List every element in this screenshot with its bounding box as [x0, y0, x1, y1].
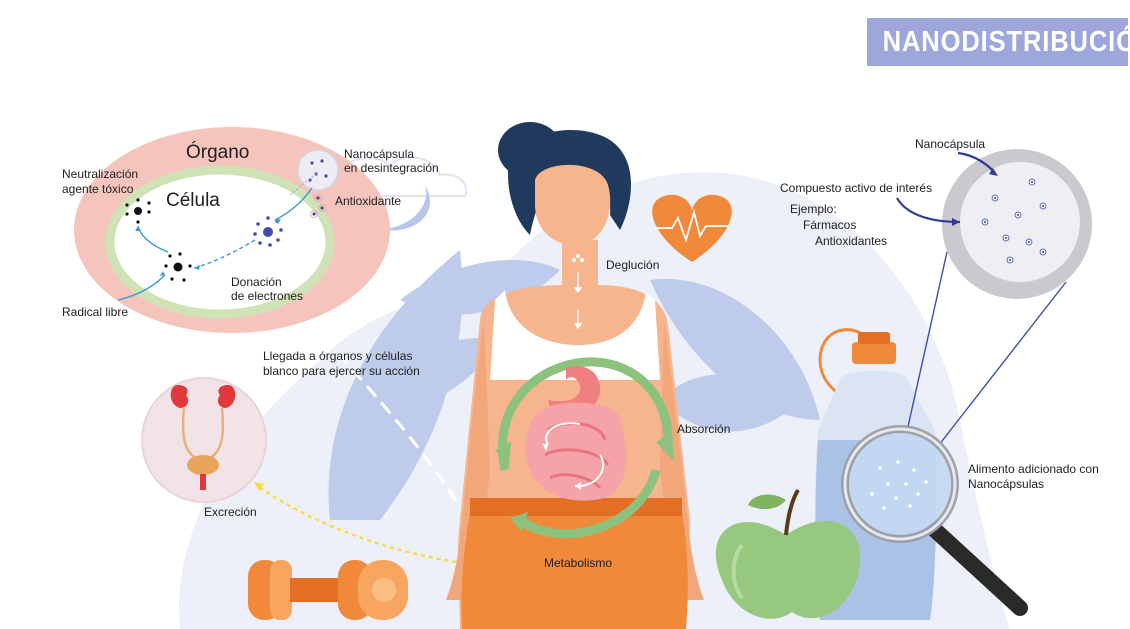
metabolism-cycle-icon: [495, 357, 674, 539]
label-radical-libre: Radical libre: [62, 305, 129, 319]
digestive-system-icon: [525, 366, 627, 501]
free-radical-icon: [164, 252, 192, 282]
arrow-excrecion: [257, 485, 521, 570]
arrow-llegada: [316, 329, 470, 521]
leaf-right-icon: [650, 278, 820, 432]
label-alimento-1: Alimento adicionado con: [968, 462, 1099, 476]
dumbbell-icon: [248, 560, 408, 620]
label-deglucion: Deglución: [606, 258, 660, 272]
label-donacion-1: Donación: [231, 275, 282, 289]
label-neutralizacion-1: Neutralización: [62, 167, 139, 181]
label-llegada-2: blanco para ejercer su acción: [263, 364, 420, 378]
label-metabolismo: Metabolismo: [544, 556, 613, 570]
label-antioxidante: Antioxidante: [335, 194, 402, 208]
label-ejemplo: Ejemplo:: [790, 202, 837, 216]
label-nanocapsula: Nanocápsula: [915, 137, 986, 151]
apple-icon: [715, 488, 861, 619]
nanocapsule-disintegrating-icon: [297, 149, 339, 191]
label-compuesto: Compuesto activo de interés: [780, 181, 933, 195]
label-neutralizacion-2: agente tóxico: [62, 182, 134, 196]
leaf-left-icon: [328, 250, 560, 520]
arrow-antioxidant: [274, 187, 313, 221]
label-absorcion: Absorción: [677, 422, 731, 436]
page-title: NANODISTRIBUCIÓN: [882, 26, 1130, 58]
label-antioxidantes: Antioxidantes: [815, 234, 888, 248]
title-banner: NANODISTRIBUCIÓN: [867, 18, 1130, 66]
label-nanocapsula-desintegracion-1: Nanocápsula: [344, 147, 415, 161]
kidneys-icon: [170, 385, 236, 490]
magnifying-glass-icon: [841, 425, 1028, 616]
heartbeat-icon: [652, 194, 732, 262]
label-farmacos: Fármacos: [803, 218, 857, 232]
label-llegada-1: Llegada a órganos y células: [263, 349, 413, 363]
cell-ring: [105, 165, 335, 319]
arrow-compuesto: [896, 197, 961, 224]
label-excrecion: Excreción: [204, 505, 257, 519]
label-alimento-2: Nanocápsulas: [968, 477, 1045, 491]
label-organo: Órgano: [186, 142, 250, 163]
label-celula: Célula: [166, 190, 220, 211]
label-nanocapsula-desintegracion-2: en desintegración: [344, 161, 439, 175]
label-donacion-2: de electrones: [231, 289, 304, 303]
excretion-circle: [141, 377, 267, 503]
arrow-radical-libre: [117, 274, 166, 301]
neutralized-agent-icon: [125, 198, 151, 224]
